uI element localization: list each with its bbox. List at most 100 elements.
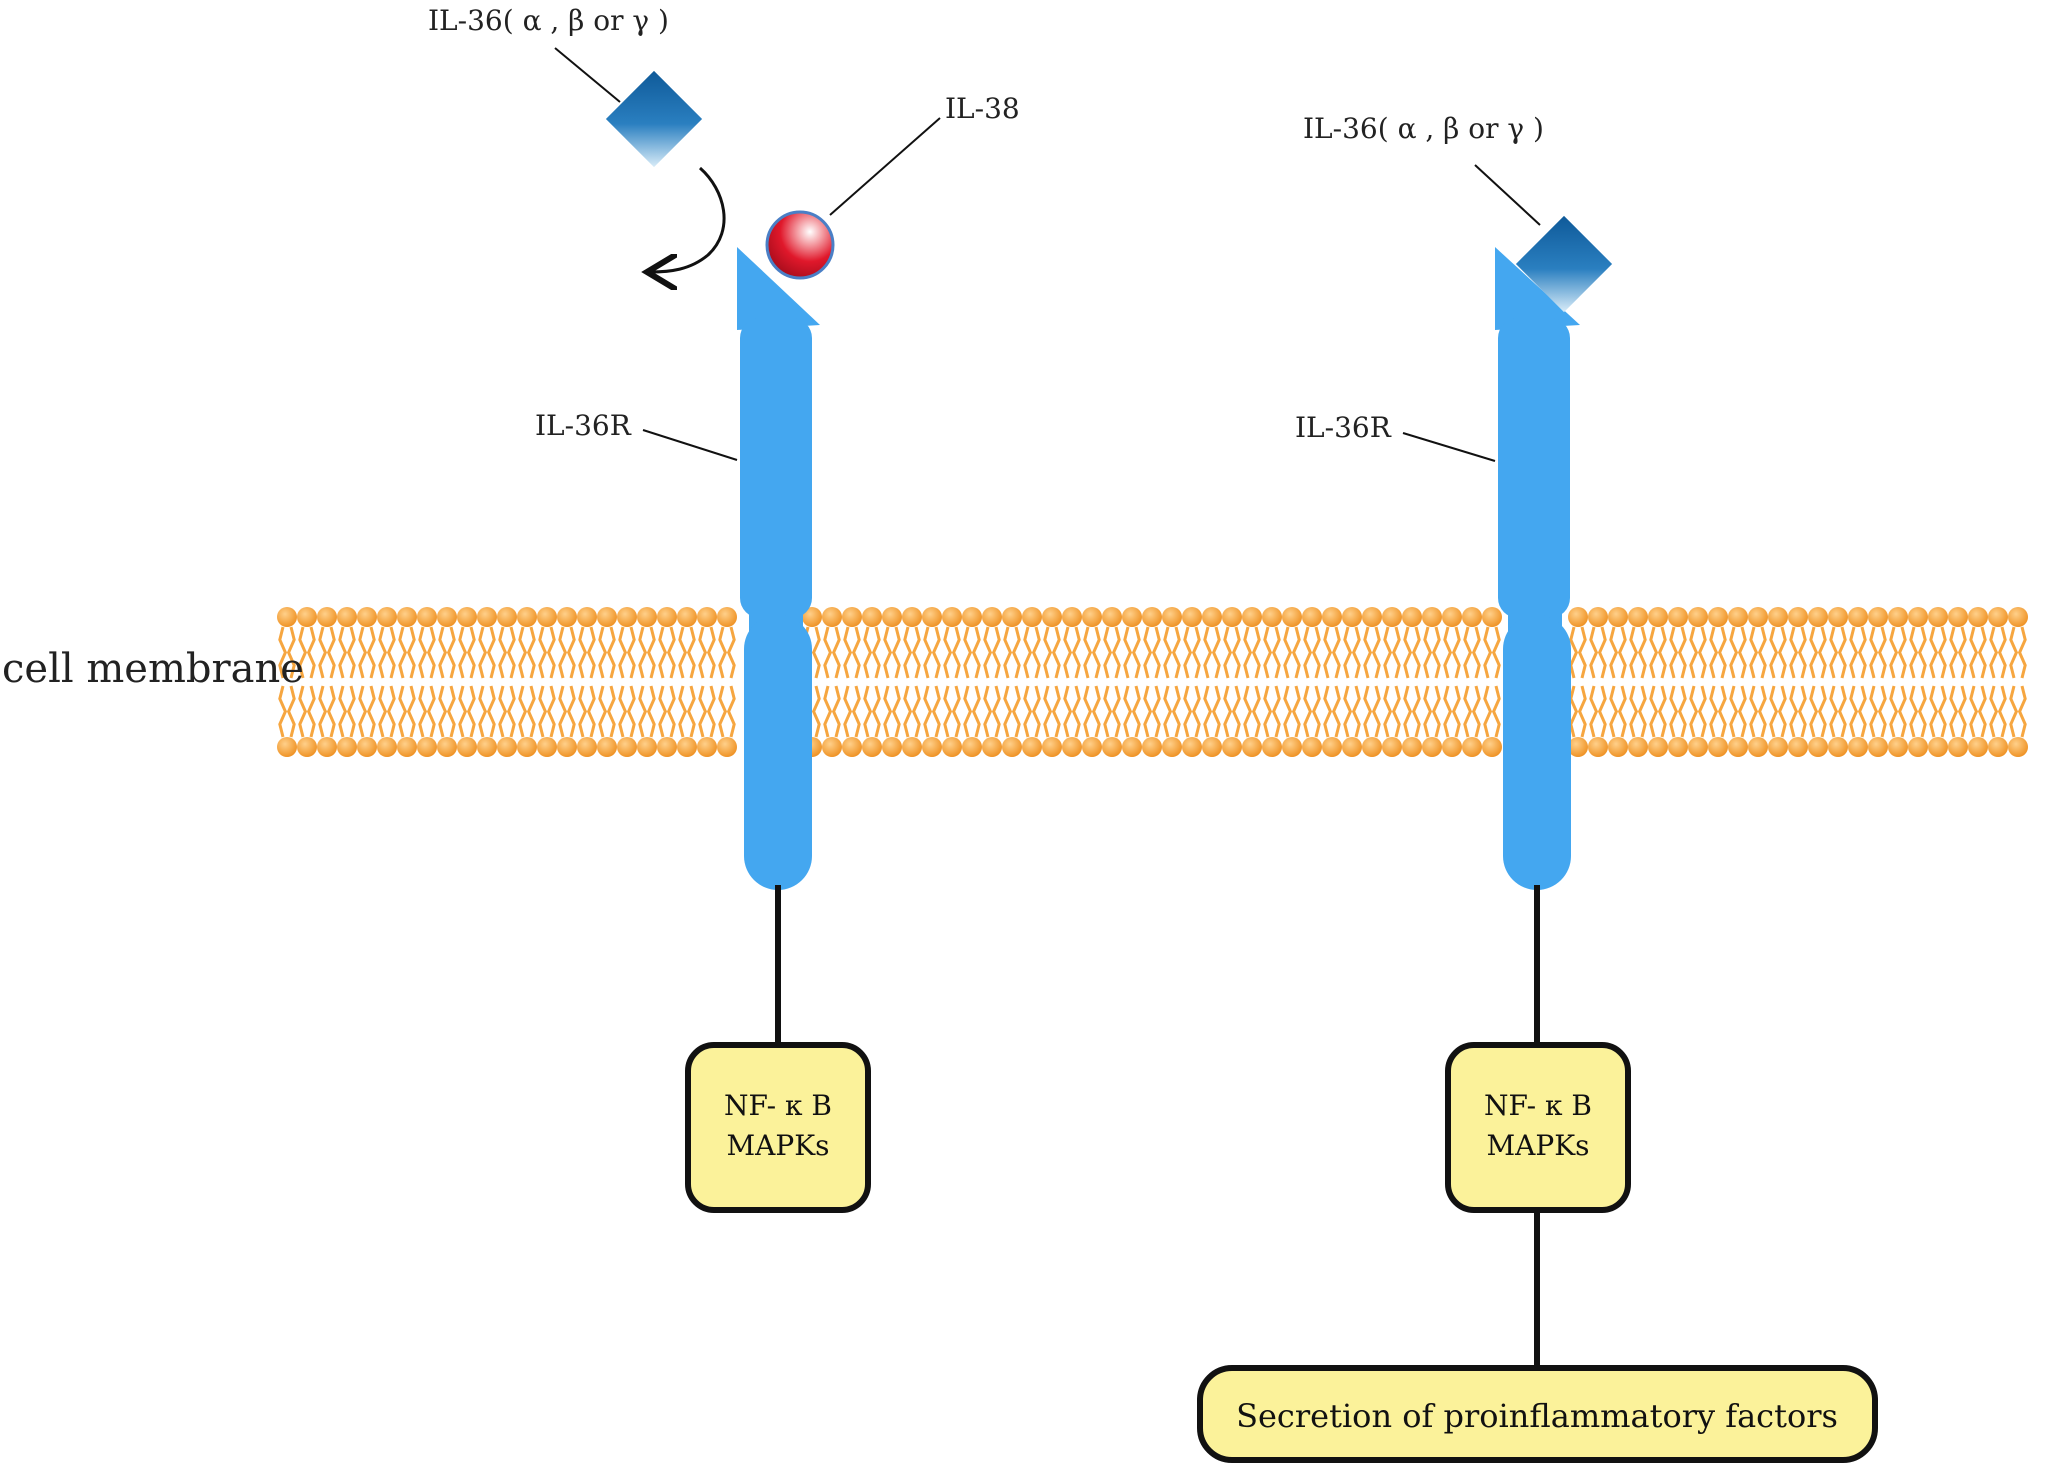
phospholipid — [397, 607, 417, 757]
phospholipid — [1828, 607, 1848, 757]
phospholipid — [1242, 607, 1262, 757]
phospholipid — [1002, 607, 1022, 757]
phospholipid — [637, 607, 657, 757]
phospholipid — [577, 607, 597, 757]
phospholipid — [377, 607, 397, 757]
phospholipid — [1422, 607, 1442, 757]
phospholipid — [537, 607, 557, 757]
signal-box-left: NF- κ B MAPKs — [685, 1042, 871, 1213]
phospholipid — [1908, 607, 1928, 757]
ligand-label-left: IL-36( α , β or γ ) — [428, 4, 669, 37]
phospholipid — [1648, 607, 1668, 757]
phospholipid — [657, 607, 677, 757]
phospholipid — [1668, 607, 1688, 757]
phospholipid — [1162, 607, 1182, 757]
signal-box-left-line2: MAPKs — [726, 1129, 829, 1162]
phospholipid — [2008, 607, 2028, 757]
phospholipid — [617, 607, 637, 757]
membrane-label: cell membrane — [2, 646, 304, 692]
phospholipid — [1868, 607, 1888, 757]
phospholipid — [1222, 607, 1242, 757]
phospholipid — [1322, 607, 1342, 757]
phospholipid — [1022, 607, 1042, 757]
il36r-receptor-right — [1495, 247, 1580, 890]
il38-label: IL-38 — [945, 92, 1020, 125]
phospholipid — [1182, 607, 1202, 757]
phospholipid — [1888, 607, 1908, 757]
phospholipid — [557, 607, 577, 757]
phospholipid — [1282, 607, 1302, 757]
cell-membrane-bilayer — [277, 607, 2028, 757]
phospholipid — [1948, 607, 1968, 757]
phospholipid — [1748, 607, 1768, 757]
right-pathway: NF- κ B MAPKs Secretion of proinflammato… — [1197, 112, 1878, 1463]
phospholipid — [1382, 607, 1402, 757]
phospholipid — [1768, 607, 1788, 757]
phospholipid — [677, 607, 697, 757]
phospholipid — [1688, 607, 1708, 757]
phospholipid — [437, 607, 457, 757]
phospholipid — [417, 607, 437, 757]
phospholipid — [902, 607, 922, 757]
phospholipid — [337, 607, 357, 757]
phospholipid — [1968, 607, 1988, 757]
phospholipid — [1262, 607, 1282, 757]
left-pathway: NF- κ B MAPKs IL-36( α , β or γ ) IL-38 … — [428, 4, 1020, 1213]
phospholipid — [962, 607, 982, 757]
outcome-box: Secretion of proinflammatory factors — [1197, 1365, 1878, 1463]
receptor-label-right: IL-36R — [1295, 411, 1392, 444]
signal-box-right: NF- κ B MAPKs — [1445, 1042, 1631, 1213]
phospholipid — [1102, 607, 1122, 757]
il38-molecule — [765, 210, 835, 280]
phospholipid — [1202, 607, 1222, 757]
phospholipid — [717, 607, 737, 757]
displacement-arrow — [650, 166, 726, 272]
phospholipid — [1342, 607, 1362, 757]
phospholipid — [1808, 607, 1828, 757]
phospholipid — [1848, 607, 1868, 757]
phospholipid — [1788, 607, 1808, 757]
phospholipid — [1708, 607, 1728, 757]
il36-ligand-right — [1515, 215, 1613, 313]
phospholipid — [982, 607, 1002, 757]
phospholipid — [297, 607, 317, 757]
signal-box-left-line1: NF- κ B — [724, 1089, 832, 1122]
phospholipid — [1928, 607, 1948, 757]
phospholipid — [1362, 607, 1382, 757]
signal-box-right-line1: NF- κ B — [1484, 1089, 1592, 1122]
phospholipid — [357, 607, 377, 757]
phospholipid — [1628, 607, 1648, 757]
phospholipid — [822, 607, 842, 757]
ligand-label-right: IL-36( α , β or γ ) — [1303, 112, 1544, 145]
phospholipid — [1042, 607, 1062, 757]
phospholipid — [922, 607, 942, 757]
phospholipid — [1568, 607, 1588, 757]
phospholipid — [597, 607, 617, 757]
phospholipid — [697, 607, 717, 757]
il36-ligand-left — [605, 70, 703, 168]
phospholipid — [1608, 607, 1628, 757]
phospholipid — [497, 607, 517, 757]
phospholipid — [1402, 607, 1422, 757]
outcome-box-text: Secretion of proinflammatory factors — [1236, 1397, 1838, 1435]
phospholipid — [317, 607, 337, 757]
phospholipid — [862, 607, 882, 757]
phospholipid — [1062, 607, 1082, 757]
phospholipid — [1442, 607, 1462, 757]
phospholipid — [277, 607, 297, 757]
phospholipid — [1462, 607, 1482, 757]
phospholipid — [1142, 607, 1162, 757]
il36r-receptor-left — [737, 247, 820, 890]
phospholipid — [1082, 607, 1102, 757]
phospholipid — [477, 607, 497, 757]
phospholipid — [842, 607, 862, 757]
receptor-label-left: IL-36R — [535, 409, 632, 442]
phospholipid — [1122, 607, 1142, 757]
phospholipid — [1988, 607, 2008, 757]
phospholipid — [942, 607, 962, 757]
phospholipid — [457, 607, 477, 757]
phospholipid — [1302, 607, 1322, 757]
phospholipid — [1588, 607, 1608, 757]
signal-box-right-line2: MAPKs — [1486, 1129, 1589, 1162]
